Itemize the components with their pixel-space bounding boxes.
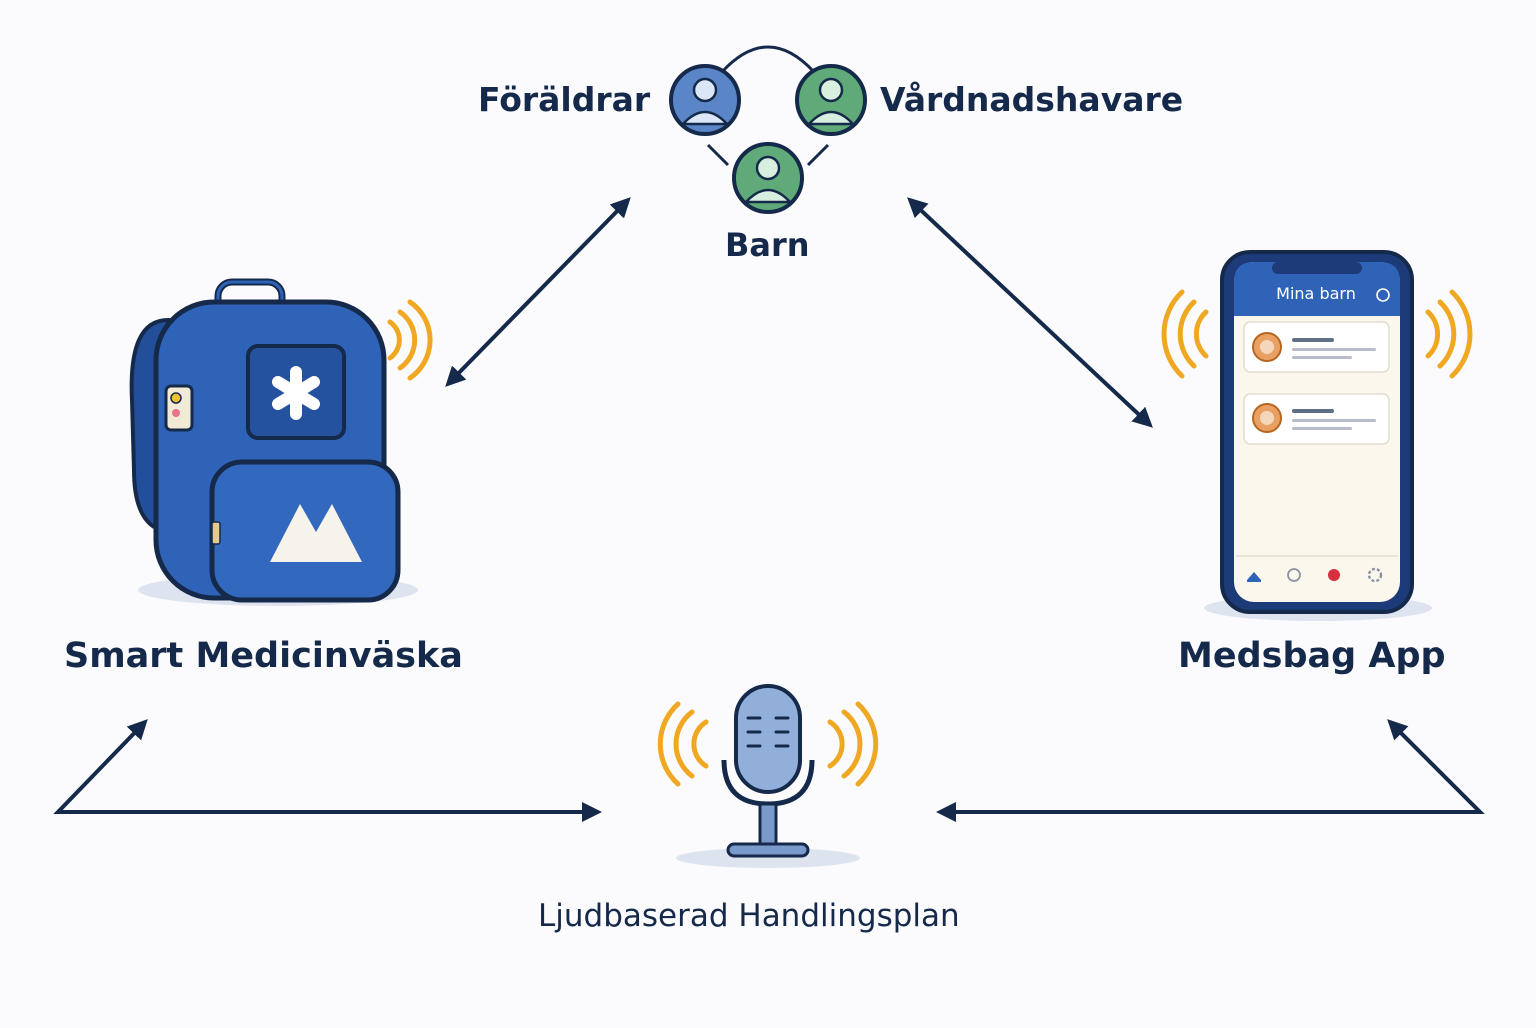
record-icon xyxy=(1328,569,1340,581)
mic-signal-waves-icon xyxy=(657,701,879,787)
phone-header-title: Mina barn xyxy=(1276,284,1356,303)
medical-star-icon xyxy=(272,366,320,420)
app-signal-waves-icon xyxy=(1161,289,1473,379)
clock-icon xyxy=(1287,568,1301,582)
arrow-app-audio xyxy=(936,719,1485,822)
arrow-bag-people xyxy=(445,197,631,387)
parents-label: Föräldrar xyxy=(478,80,651,119)
audio-plan-label: Ljudbaserad Handlingsplan xyxy=(538,898,960,934)
child-label: Barn xyxy=(725,226,810,264)
home-icon xyxy=(1247,572,1261,582)
guardians-label: Vårdnadshavare xyxy=(880,80,1184,119)
app-label: Medsbag App xyxy=(1178,636,1446,676)
smart-bag-label: Smart Medicinväska xyxy=(64,636,463,676)
backpack-icon xyxy=(129,278,418,606)
arrow-people-app xyxy=(907,197,1153,428)
parents-person-icon xyxy=(669,64,741,136)
guardians-person-icon xyxy=(795,64,867,136)
people-cluster xyxy=(669,45,867,214)
gear-icon xyxy=(1367,567,1383,583)
connection-arrows xyxy=(53,197,1485,822)
arrow-bag-audio xyxy=(53,719,602,822)
bag-signal-waves-icon xyxy=(387,299,433,381)
microphone-icon xyxy=(676,684,860,868)
smartphone-icon xyxy=(1204,250,1432,621)
child-person-icon xyxy=(732,142,804,214)
